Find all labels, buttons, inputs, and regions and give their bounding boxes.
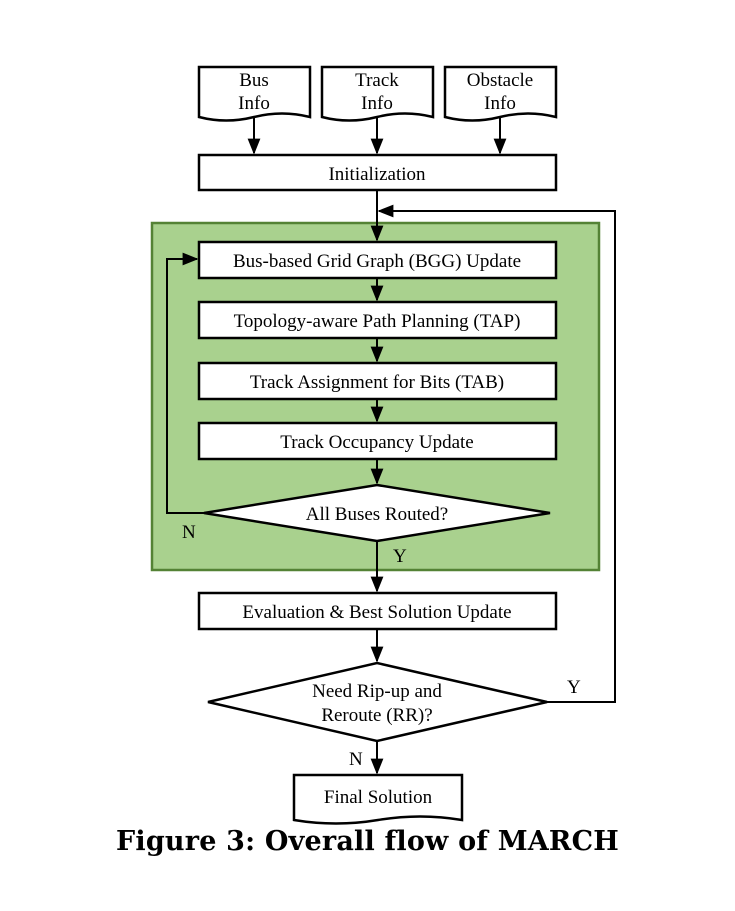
all-routed-no-label: N <box>182 522 196 543</box>
all-routed-yes-label: Y <box>393 546 407 567</box>
track-info-line2: Info <box>361 93 393 114</box>
figure-caption: Figure 3: Overall flow of MARCH <box>116 826 619 857</box>
bgg-update-label: Bus-based Grid Graph (BGG) Update <box>233 251 521 272</box>
rip-up-line1: Need Rip-up and <box>312 681 442 702</box>
rip-up-decision <box>207 661 548 743</box>
bus-info-line2: Info <box>238 93 270 114</box>
obstacle-info-line1: Obstacle <box>467 70 533 91</box>
arrow-no-loop-back <box>166 252 204 514</box>
evaluation-box <box>197 591 558 631</box>
tap-label: Topology-aware Path Planning (TAP) <box>234 311 521 332</box>
all-routed-label: All Buses Routed? <box>306 504 449 525</box>
final-solution-document <box>292 773 464 825</box>
evaluation-label: Evaluation & Best Solution Update <box>242 602 511 623</box>
arrow-rr-yes-loop <box>377 204 616 703</box>
obstacle-info-document <box>443 65 558 122</box>
bus-info-line1: Bus <box>239 70 269 91</box>
initialization-box <box>197 153 558 192</box>
bus-info-document <box>197 65 312 122</box>
rip-up-line2: Reroute (RR)? <box>321 705 432 726</box>
rip-up-yes-label: Y <box>567 677 581 698</box>
track-info-document <box>320 65 435 122</box>
obstacle-info-line2: Info <box>484 93 516 114</box>
rip-up-no-label: N <box>349 749 363 770</box>
tab-box <box>197 361 558 401</box>
occupancy-label: Track Occupancy Update <box>280 432 473 453</box>
track-info-line1: Track <box>355 70 399 91</box>
tab-label: Track Assignment for Bits (TAB) <box>250 372 504 393</box>
final-solution-label: Final Solution <box>324 787 433 808</box>
initialization-label: Initialization <box>328 164 426 185</box>
